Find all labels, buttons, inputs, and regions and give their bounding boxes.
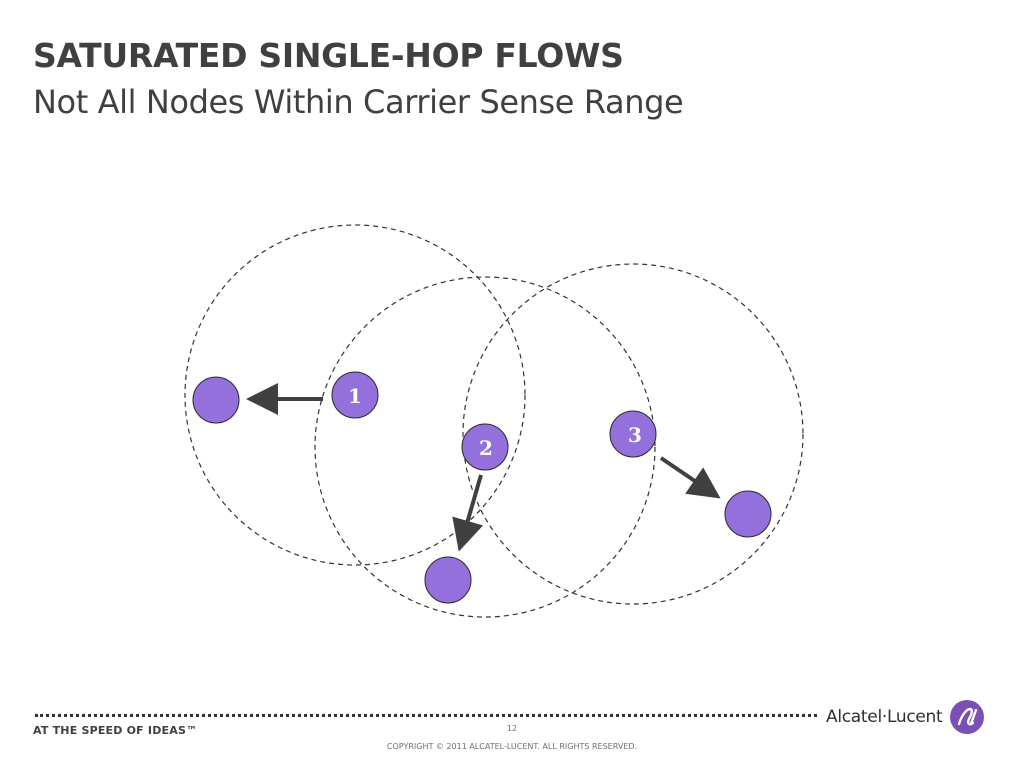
- receiver-node-1: [192, 376, 240, 424]
- page-number: 12: [506, 724, 518, 733]
- sender-node-2: [461, 423, 509, 471]
- sender-node-1: [331, 371, 379, 419]
- copyright-notice: COPYRIGHT © 2011 ALCATEL-LUCENT. ALL RIG…: [386, 742, 638, 751]
- slide-title: SATURATED SINGLE-HOP FLOWS: [33, 36, 624, 75]
- node-label-1: 1: [348, 384, 362, 408]
- arrow-flow-2: [452, 474, 484, 552]
- footer-divider: [35, 714, 817, 717]
- alcatel-lucent-logo-icon: [950, 700, 985, 734]
- receiver-node-2: [424, 556, 472, 604]
- slide-subtitle: Not All Nodes Within Carrier Sense Range: [33, 83, 684, 121]
- range-circle-node-2: [314, 276, 656, 618]
- node-label-3: 3: [628, 423, 642, 447]
- range-circle-node-1: [184, 224, 526, 566]
- receiver-node-3: [724, 490, 772, 538]
- logo-wordmark: Alcatel·Lucent: [826, 707, 943, 727]
- node-label-2: 2: [479, 436, 493, 460]
- sender-node-3: [609, 410, 657, 458]
- company-logo: Alcatel·Lucent: [826, 700, 985, 734]
- range-circle-node-3: [462, 263, 804, 605]
- arrow-flow-3: [659, 456, 721, 499]
- footer-tagline: AT THE SPEED OF IDEAS™: [33, 724, 198, 737]
